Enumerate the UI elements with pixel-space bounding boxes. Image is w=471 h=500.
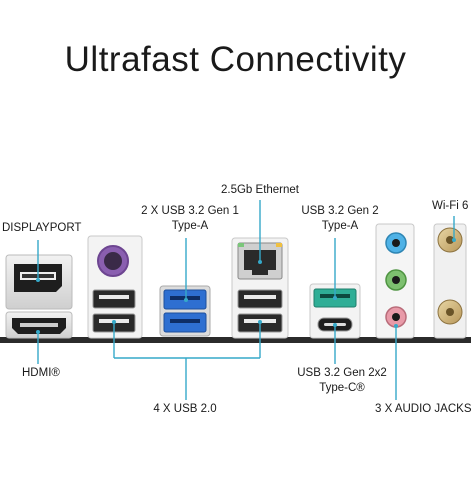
usb-gen1-ports — [159, 285, 211, 337]
label-hdmi: HDMI® — [22, 367, 60, 379]
displayport-port — [5, 254, 73, 310]
panel-base — [0, 337, 471, 343]
label-usb-gen2: USB 3.2 Gen 2 Type-A — [280, 205, 400, 232]
hdmi-port — [5, 311, 73, 339]
label-wifi: Wi-Fi 6 — [432, 200, 469, 212]
label-usb-gen2x2-line2: Type-C® — [319, 382, 365, 394]
callout-lines — [36, 200, 456, 400]
label-ethernet: 2.5Gb Ethernet — [221, 184, 299, 196]
wifi-antenna-connectors — [433, 223, 467, 339]
label-usb-gen1: 2 X USB 3.2 Gen 1 Type-A — [120, 205, 260, 232]
ethernet-usb20-stack — [231, 237, 289, 339]
usb-gen2-typec-stack — [309, 283, 361, 339]
label-usb20: 4 X USB 2.0 — [153, 403, 217, 415]
audio-jacks — [375, 223, 415, 339]
label-usb-gen1-line1: 2 X USB 3.2 Gen 1 — [141, 205, 239, 217]
label-usb-gen1-line2: Type-A — [171, 220, 209, 232]
label-usb-gen2-line1: USB 3.2 Gen 2 — [301, 205, 379, 217]
label-usb-gen2-line2: Type-A — [321, 220, 359, 232]
ps2-usb20-stack — [87, 235, 143, 339]
label-usb-gen2x2-line1: USB 3.2 Gen 2x2 — [297, 367, 387, 379]
label-displayport: DISPLAYPORT — [2, 222, 82, 234]
label-audio: 3 X AUDIO JACKS — [375, 403, 471, 415]
page-title: Ultrafast Connectivity — [64, 40, 407, 79]
label-usb-gen2x2: USB 3.2 Gen 2x2 Type-C® — [272, 367, 412, 394]
